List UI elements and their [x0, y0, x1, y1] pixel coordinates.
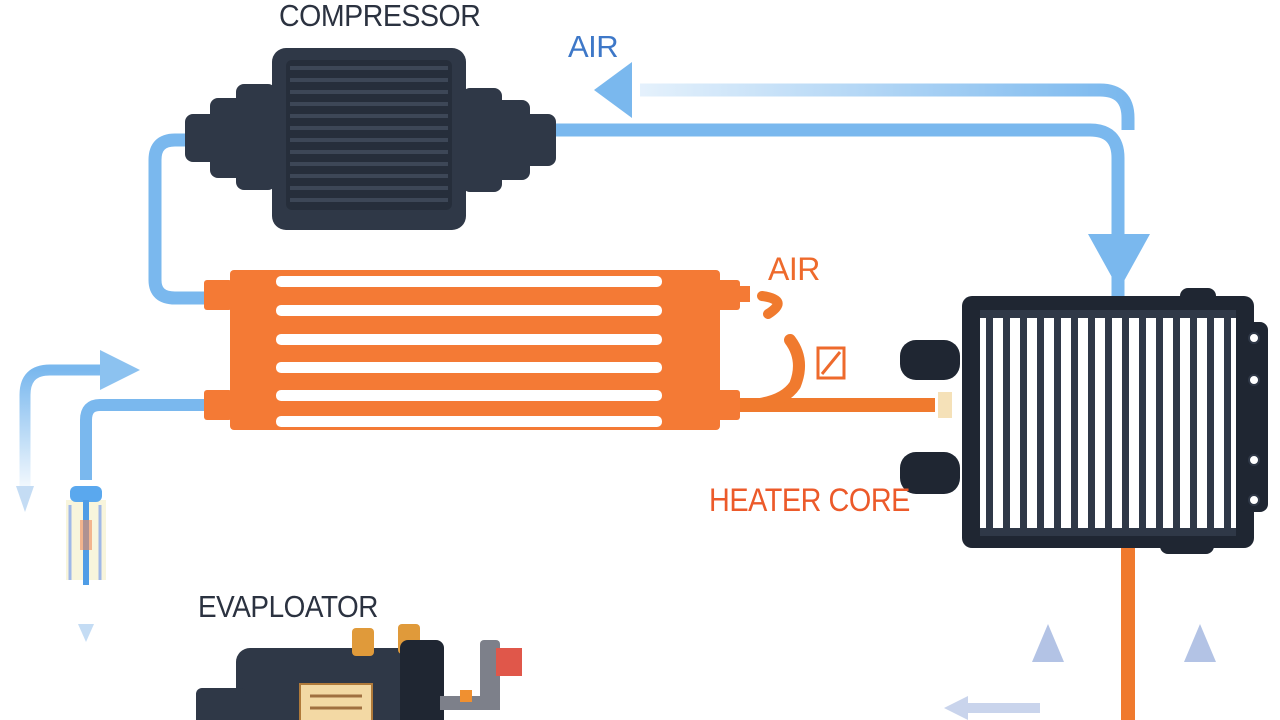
valve-icon [816, 346, 846, 380]
bottom-air-arrows [944, 624, 1216, 720]
hot-lines [735, 291, 1135, 720]
air-label-top: AIR [568, 29, 619, 64]
line-connector [938, 392, 952, 418]
line-hook-upper [757, 291, 783, 319]
flow-arrow-down-icon [1088, 234, 1150, 290]
air-arrow-left-icon-2 [944, 696, 968, 720]
line-compressor-to-heater [556, 123, 1125, 300]
compressor [185, 48, 556, 230]
air-arrow-up-icon-2 [1184, 624, 1216, 662]
line-hook-lower [754, 334, 805, 410]
line-air-inlet [19, 364, 112, 500]
condenser-fins [276, 276, 662, 427]
air-label-middle: AIR [768, 251, 820, 287]
condenser [204, 270, 750, 430]
evaporator [196, 624, 522, 720]
evaporator-label: EVAPLOATOR [198, 589, 379, 624]
heater-core [900, 288, 1268, 554]
line-compressor-to-condenser [148, 133, 210, 305]
compressor-label: COMPRESSOR [279, 0, 481, 33]
air-arrow-right-icon [100, 350, 140, 390]
air-arrow-up-icon [1032, 624, 1064, 662]
air-arrow-down-left-icon [16, 486, 34, 512]
heater-core-fins [980, 310, 1236, 536]
line-air-return [640, 83, 1135, 130]
expansion-valve [66, 486, 106, 585]
compressor-fins [290, 66, 448, 202]
heater-core-label: HEATER CORE [709, 482, 910, 518]
air-arrow-left-icon [594, 62, 632, 118]
flow-arrow-down-left-icon [78, 624, 94, 642]
line-condenser-to-expansion [80, 399, 208, 480]
